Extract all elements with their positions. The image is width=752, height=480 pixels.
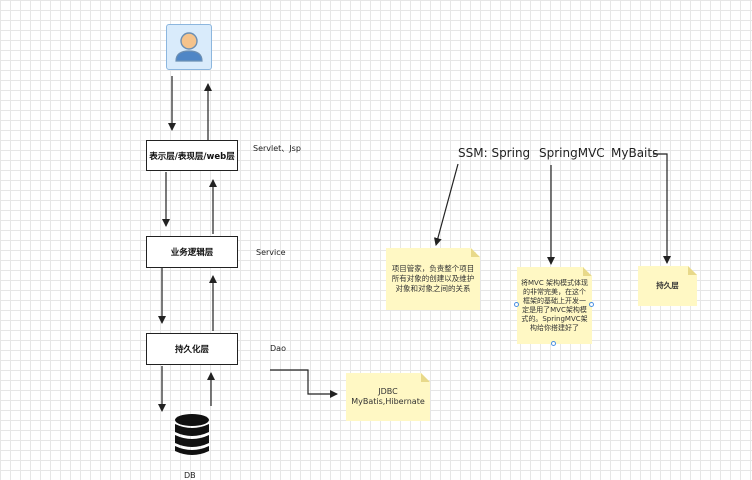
resize-handle-bottom[interactable] <box>551 341 556 346</box>
database-icon <box>172 413 212 457</box>
persistence-layer-label: 持久化层 <box>174 345 209 355</box>
orm-line: MyBatis,Hibernate <box>351 397 425 406</box>
mybatis-title: MyBaits <box>611 146 659 160</box>
springmvc-title: SpringMVC <box>539 146 605 160</box>
jdbc-line: JDBC <box>378 387 398 396</box>
mybatis-note-text: 持久层 <box>656 281 679 290</box>
business-layer-label: 业务逻辑层 <box>170 248 214 258</box>
ssm-spring-title: SSM: Spring <box>458 146 531 160</box>
springmvc-note[interactable]: 将MVC 架构模式体现的非常完美，在这个框架的基础上开发一定是用了MVC架构模式… <box>517 267 592 344</box>
service-label: Service <box>256 248 286 257</box>
servlet-jsp-label: Servlet、Jsp <box>253 144 301 153</box>
persistence-layer-box[interactable]: 持久化层 <box>146 333 238 365</box>
dao-label: Dao <box>270 344 286 353</box>
db-label: DB <box>184 471 196 480</box>
mybatis-note: 持久层 <box>638 266 697 306</box>
resize-handle-right[interactable] <box>589 302 594 307</box>
spring-note: 项目管家，负责整个项目所有对象的创建以及维护对象和对象之间的关系 <box>386 248 480 310</box>
springmvc-note-text: 将MVC 架构模式体现的非常完美，在这个框架的基础上开发一定是用了MVC架构模式… <box>521 278 588 332</box>
presentation-layer-box[interactable]: 表示层/表现层/web层 <box>146 140 238 171</box>
spring-note-text: 项目管家，负责整个项目所有对象的创建以及维护对象和对象之间的关系 <box>391 264 475 293</box>
presentation-layer-label: 表示层/表现层/web层 <box>149 151 235 162</box>
business-layer-box[interactable]: 业务逻辑层 <box>146 236 238 268</box>
resize-handle-left[interactable] <box>514 302 519 307</box>
jdbc-note: JDBC MyBatis,Hibernate <box>346 373 430 421</box>
user-icon <box>166 24 212 70</box>
